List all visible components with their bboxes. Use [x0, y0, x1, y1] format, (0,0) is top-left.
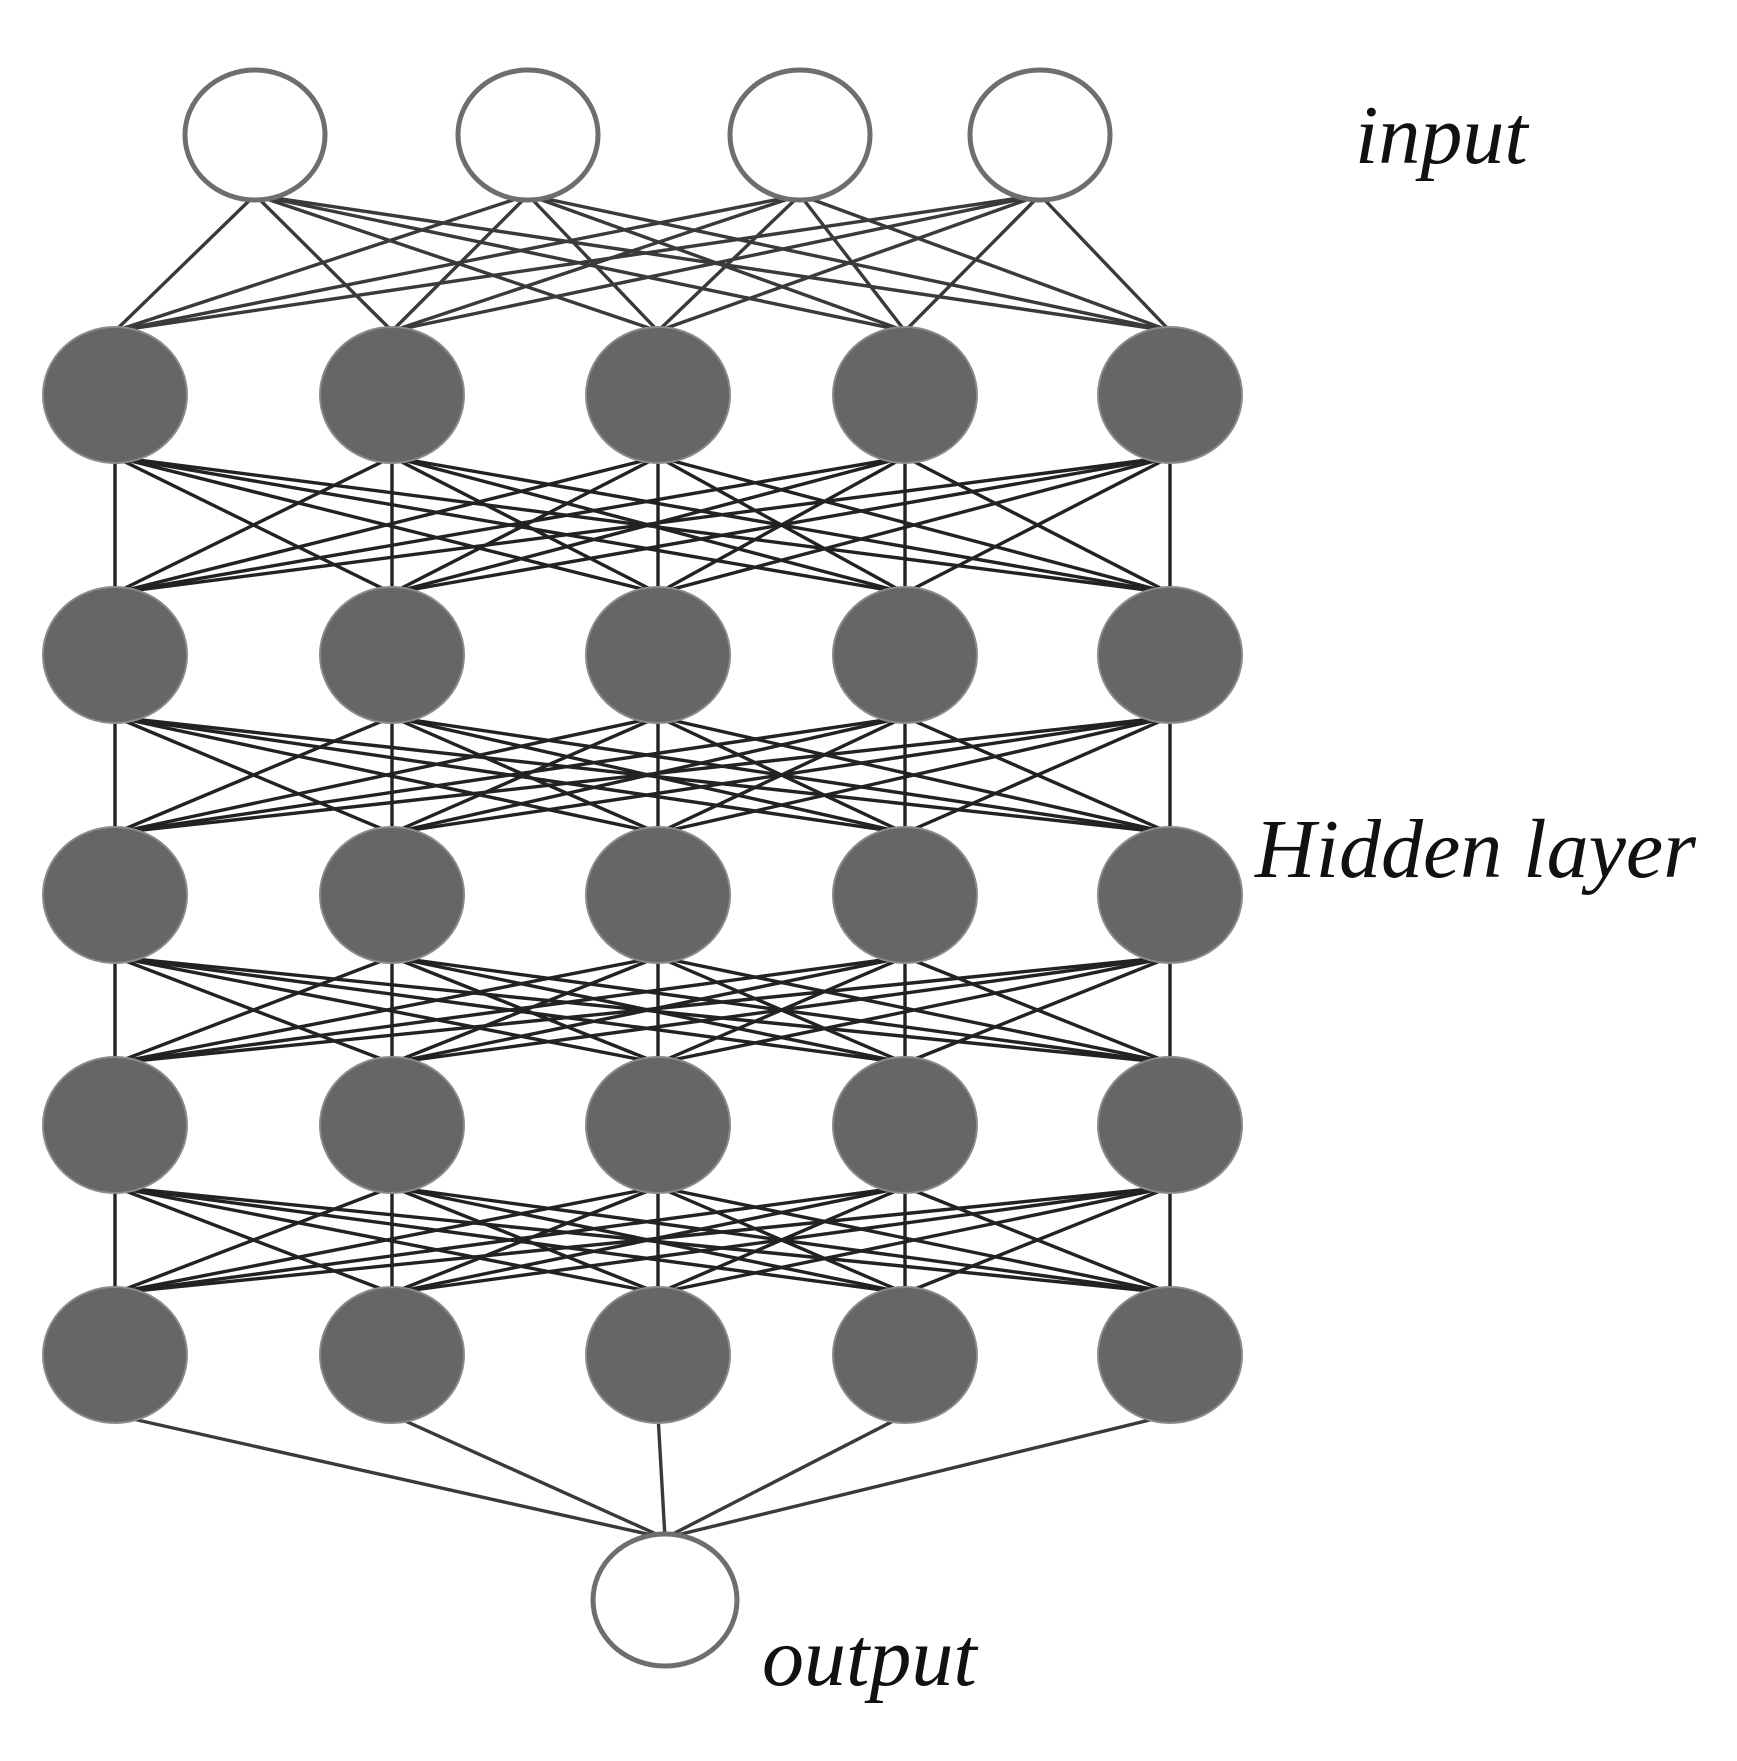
edge-hidden-hidden — [390, 1185, 1172, 1295]
edge-hidden-hidden — [903, 955, 1172, 1065]
edge-input-hidden — [1038, 193, 1172, 333]
input-node — [727, 67, 873, 203]
edge-hidden-hidden — [656, 715, 1172, 835]
edge-input-hidden — [113, 193, 802, 333]
hidden-node — [42, 1286, 188, 1424]
hidden-node — [585, 586, 731, 724]
edge-input-hidden — [798, 193, 1172, 333]
edge-input-hidden — [656, 193, 802, 333]
edge-hidden-hidden — [113, 455, 660, 595]
edge-hidden-hidden — [390, 1185, 660, 1295]
edge-hidden-output — [663, 1413, 1172, 1540]
input-node — [967, 67, 1113, 203]
input-node — [182, 67, 328, 203]
hidden-node — [832, 1056, 978, 1194]
input-node — [455, 67, 601, 203]
hidden-node — [319, 1286, 465, 1424]
edge-input-hidden — [390, 193, 802, 333]
edge-input-hidden — [390, 193, 1042, 333]
edge-hidden-hidden — [903, 1185, 1172, 1295]
edge-hidden-output — [663, 1413, 907, 1540]
hidden-node — [1097, 326, 1243, 464]
hidden-layer-label: Hidden layer — [1254, 803, 1696, 896]
hidden-node — [1097, 1056, 1243, 1194]
edge-hidden-hidden — [390, 955, 660, 1065]
edge-input-hidden — [903, 193, 1042, 333]
network-nodes — [42, 67, 1243, 1669]
edge-hidden-hidden — [113, 955, 660, 1065]
hidden-node — [42, 1056, 188, 1194]
edge-hidden-output — [113, 1413, 667, 1540]
hidden-node — [319, 826, 465, 964]
connection-edges — [113, 193, 1172, 1540]
edge-input-hidden — [113, 193, 257, 333]
edge-hidden-hidden — [390, 455, 660, 595]
edge-hidden-hidden — [390, 715, 1172, 835]
hidden-node — [832, 1286, 978, 1424]
edge-hidden-hidden — [903, 455, 1172, 595]
edge-hidden-hidden — [390, 455, 1172, 595]
hidden-node — [1097, 1286, 1243, 1424]
edge-hidden-hidden — [113, 1185, 1172, 1295]
edge-hidden-hidden — [113, 955, 907, 1065]
edge-hidden-hidden — [113, 455, 1172, 595]
edge-hidden-hidden — [113, 715, 907, 835]
hidden-node — [42, 826, 188, 964]
edge-hidden-hidden — [113, 1185, 907, 1295]
edge-input-hidden — [113, 193, 1042, 333]
hidden-node — [832, 826, 978, 964]
edge-hidden-hidden — [113, 455, 907, 595]
edge-hidden-hidden — [113, 715, 1172, 835]
edge-hidden-hidden — [903, 715, 1172, 835]
hidden-node — [319, 1056, 465, 1194]
edge-hidden-hidden — [656, 955, 1172, 1065]
output-node — [590, 1531, 740, 1669]
hidden-node — [832, 586, 978, 724]
input-label: input — [1355, 89, 1530, 182]
hidden-node — [1097, 586, 1243, 724]
edge-hidden-hidden — [390, 955, 1172, 1065]
hidden-node — [42, 586, 188, 724]
hidden-node — [585, 326, 731, 464]
output-label: output — [762, 1611, 979, 1704]
edge-hidden-hidden — [113, 715, 660, 835]
edge-hidden-hidden — [656, 455, 1172, 595]
edge-hidden-hidden — [113, 715, 394, 835]
hidden-node — [832, 326, 978, 464]
edge-hidden-hidden — [113, 455, 394, 595]
edge-hidden-output — [656, 1413, 667, 1540]
edge-hidden-output — [390, 1413, 667, 1540]
hidden-node — [319, 326, 465, 464]
edge-hidden-hidden — [656, 1185, 1172, 1295]
hidden-node — [585, 1286, 731, 1424]
edge-hidden-hidden — [390, 715, 660, 835]
edge-hidden-hidden — [113, 1185, 394, 1295]
edge-input-hidden — [656, 193, 1042, 333]
hidden-node — [585, 826, 731, 964]
hidden-node — [42, 326, 188, 464]
edge-hidden-hidden — [113, 955, 394, 1065]
edge-hidden-hidden — [113, 1185, 660, 1295]
edge-input-hidden — [113, 193, 530, 333]
hidden-node — [319, 586, 465, 724]
edge-hidden-hidden — [113, 955, 1172, 1065]
hidden-node — [585, 1056, 731, 1194]
hidden-node — [1097, 826, 1243, 964]
